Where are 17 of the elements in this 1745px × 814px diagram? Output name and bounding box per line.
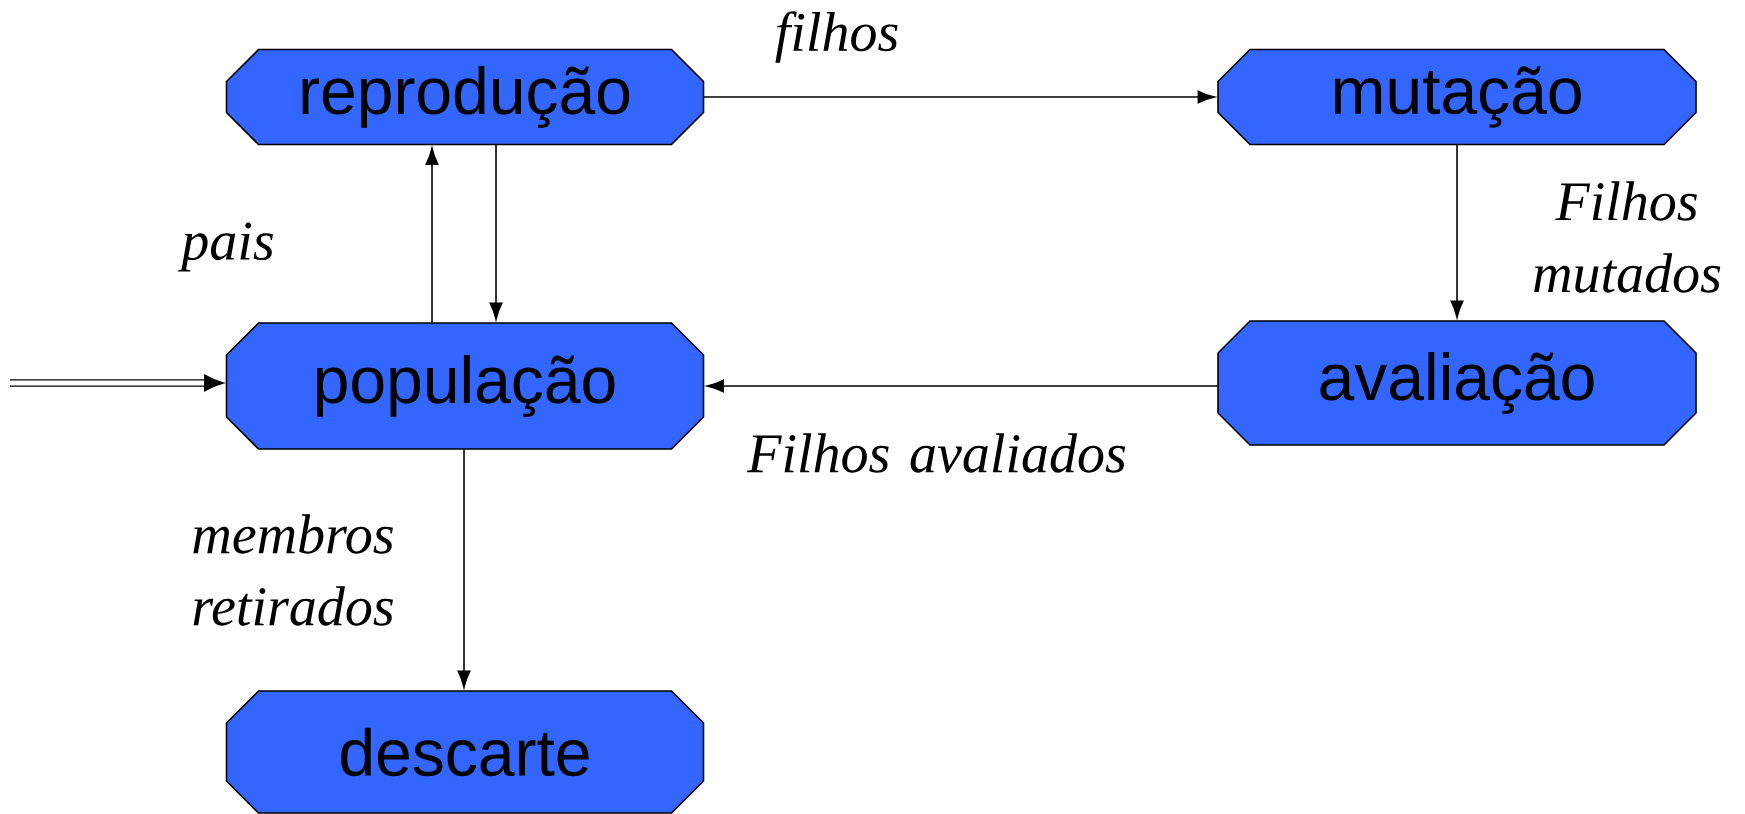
process-box: mutação (1217, 48, 1697, 146)
arrow (703, 90, 1215, 104)
arrow (1450, 144, 1464, 318)
process-box: descarte (225, 690, 705, 814)
edge-label: Filhos mutados (1534, 181, 1721, 293)
arrow (457, 448, 471, 688)
process-box: reprodução (225, 48, 705, 146)
process-box: população (225, 322, 705, 450)
process-box: avaliação (1217, 320, 1697, 446)
edge-label: filhos (775, 11, 898, 63)
arrow (706, 379, 1219, 393)
edge-label: membros retirados (193, 514, 393, 626)
edge-label: Filhos avaliados (746, 433, 1126, 473)
edge-label: pais (178, 222, 273, 272)
arrow (10, 374, 225, 392)
arrow (425, 147, 439, 324)
arrow (489, 144, 503, 320)
